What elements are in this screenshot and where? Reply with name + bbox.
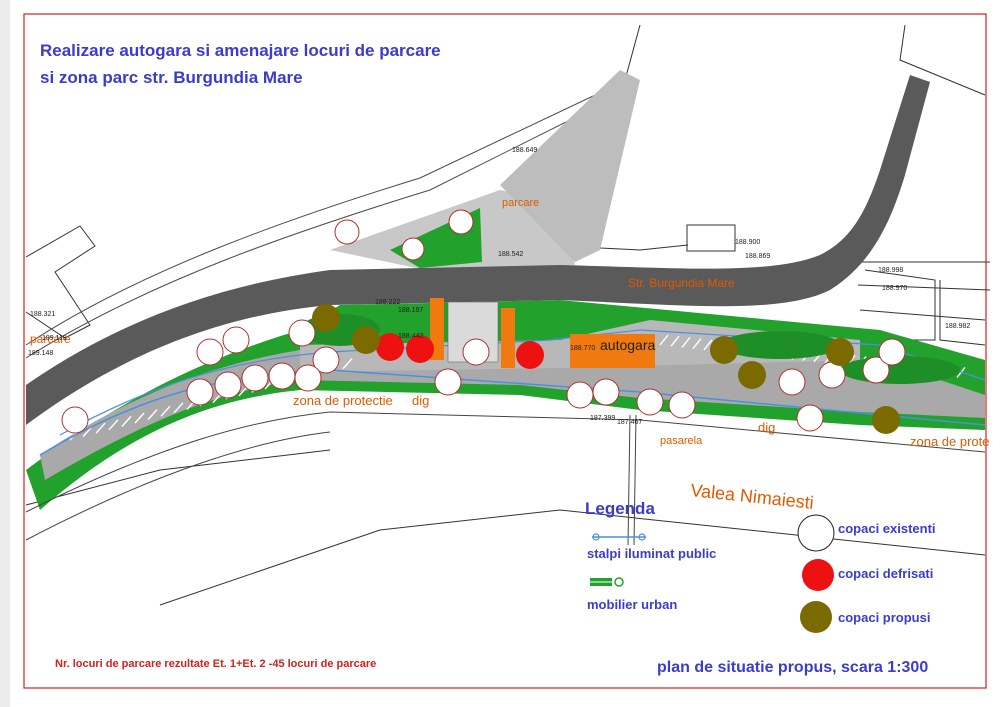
zona-protectie-label-1: zona de protectie: [293, 393, 393, 408]
existing-tree: [462, 338, 490, 366]
elevation-label: 188.998: [878, 267, 903, 274]
parking-stall: [659, 334, 669, 346]
parcare-top-label: parcare: [502, 197, 539, 209]
existing-tree: [61, 406, 89, 434]
road-edge-lines: [25, 87, 621, 359]
elevation-label: 188.542: [498, 251, 523, 258]
proposed-tree-icon: [800, 601, 832, 633]
dig-label-2: dig: [758, 420, 775, 435]
access-road-gray: [500, 70, 640, 262]
elevation-label: 188.900: [735, 239, 760, 246]
parcare-left-label: parcare: [30, 332, 71, 346]
existing-tree: [222, 326, 250, 354]
page-margin: [0, 0, 10, 707]
legend-item-existing-trees: copaci existenti: [838, 521, 936, 536]
parking-stall: [160, 405, 171, 417]
valea-label: Valea Nimaiesti: [690, 480, 815, 513]
plan-title-line1: Realizare autogara si amenajare locuri d…: [40, 41, 441, 60]
parking-stall: [121, 415, 132, 427]
parking-stall: [82, 426, 93, 438]
removed-tree: [406, 335, 434, 363]
plan-title-line2: si zona parc str. Burgundia Mare: [40, 68, 303, 87]
elevation-label: 188.982: [945, 323, 970, 330]
existing-tree: [862, 356, 890, 384]
proposed-tree: [738, 361, 766, 389]
parking-stall: [681, 336, 691, 348]
elevation-label: 188.970: [882, 285, 907, 292]
parking-count-note: Nr. locuri de parcare rezultate Et. 1+Et…: [55, 658, 376, 670]
existing-tree: [434, 368, 462, 396]
existing-tree: [566, 381, 594, 409]
removed-tree-icon: [802, 559, 834, 591]
parking-stall: [692, 338, 702, 350]
elevation-label: 187.399: [590, 415, 615, 422]
elevation-label: 188.442: [398, 333, 423, 340]
existing-tree: [186, 378, 214, 406]
existing-tree: [214, 371, 242, 399]
top-trees: [334, 209, 474, 261]
existing-tree: [312, 346, 340, 374]
dig-label-1: dig: [412, 393, 429, 408]
elevation-label: 188.649: [512, 147, 537, 154]
parking-stall: [95, 422, 106, 434]
pasarela-label: pasarela: [660, 435, 703, 447]
street-light-icon: [592, 533, 646, 541]
existing-tree: [196, 338, 224, 366]
bench-icon: [590, 577, 624, 587]
existing-tree: [592, 378, 620, 406]
legend-item-street-lights: stalpi iluminat public: [587, 546, 716, 561]
parking-stall: [173, 402, 184, 414]
drawing-frame: [23, 13, 987, 689]
existing-tree: [268, 362, 296, 390]
proposed-tree: [872, 406, 900, 434]
elevation-label: 188.770: [570, 345, 595, 352]
elevation-label: 187.467: [617, 419, 642, 426]
scale-caption: plan de situatie propus, scara 1:300: [657, 659, 928, 676]
elevation-label: 188.197: [398, 307, 423, 314]
existing-tree: [796, 404, 824, 432]
proposed-tree: [312, 304, 340, 332]
removed-tree: [376, 333, 404, 361]
removed-tree: [516, 341, 544, 369]
legend: Legenda stalpi iluminat public mobilier …: [585, 499, 936, 633]
legend-item-proposed-trees: copaci propusi: [838, 610, 930, 625]
proposed-tree: [826, 338, 854, 366]
existing-tree: [294, 364, 322, 392]
parking-stall: [134, 412, 145, 424]
existing-tree: [778, 368, 806, 396]
zona-protectie-label-2: zona de prote: [910, 434, 990, 449]
platform-building-2: [501, 308, 515, 368]
existing-tree: [878, 338, 906, 366]
street-label: Str. Burgundia Mare: [628, 276, 735, 290]
elevation-label: 188.869: [745, 253, 770, 260]
elevation-label: 189.148: [28, 350, 53, 357]
proposed-tree: [352, 326, 380, 354]
autogara-building: [570, 334, 655, 368]
existing-tree-icon: [797, 514, 835, 552]
existing-tree: [636, 388, 664, 416]
platform-building-1: [430, 298, 444, 360]
autogara-label: autogara: [600, 337, 655, 353]
river-banks: [25, 411, 986, 546]
parking-stall: [703, 339, 713, 351]
parking-stall: [342, 358, 353, 370]
parking-stall: [108, 419, 119, 431]
elevation-label: 189.118: [42, 335, 67, 342]
legend-item-urban-furniture: mobilier urban: [587, 597, 677, 612]
existing-tree: [668, 391, 696, 419]
trees-layer: [61, 304, 906, 434]
elevation-label: 188.321: [30, 311, 55, 318]
parking-stall: [670, 335, 680, 347]
existing-tree: [241, 364, 269, 392]
legend-item-removed-trees: copaci defrisati: [838, 566, 933, 581]
elevation-label: 188.222: [375, 299, 400, 306]
building-outlines: [25, 24, 991, 606]
proposed-tree: [710, 336, 738, 364]
legend-title: Legenda: [585, 499, 655, 518]
existing-tree: [288, 319, 316, 347]
parking-stall: [147, 409, 158, 421]
